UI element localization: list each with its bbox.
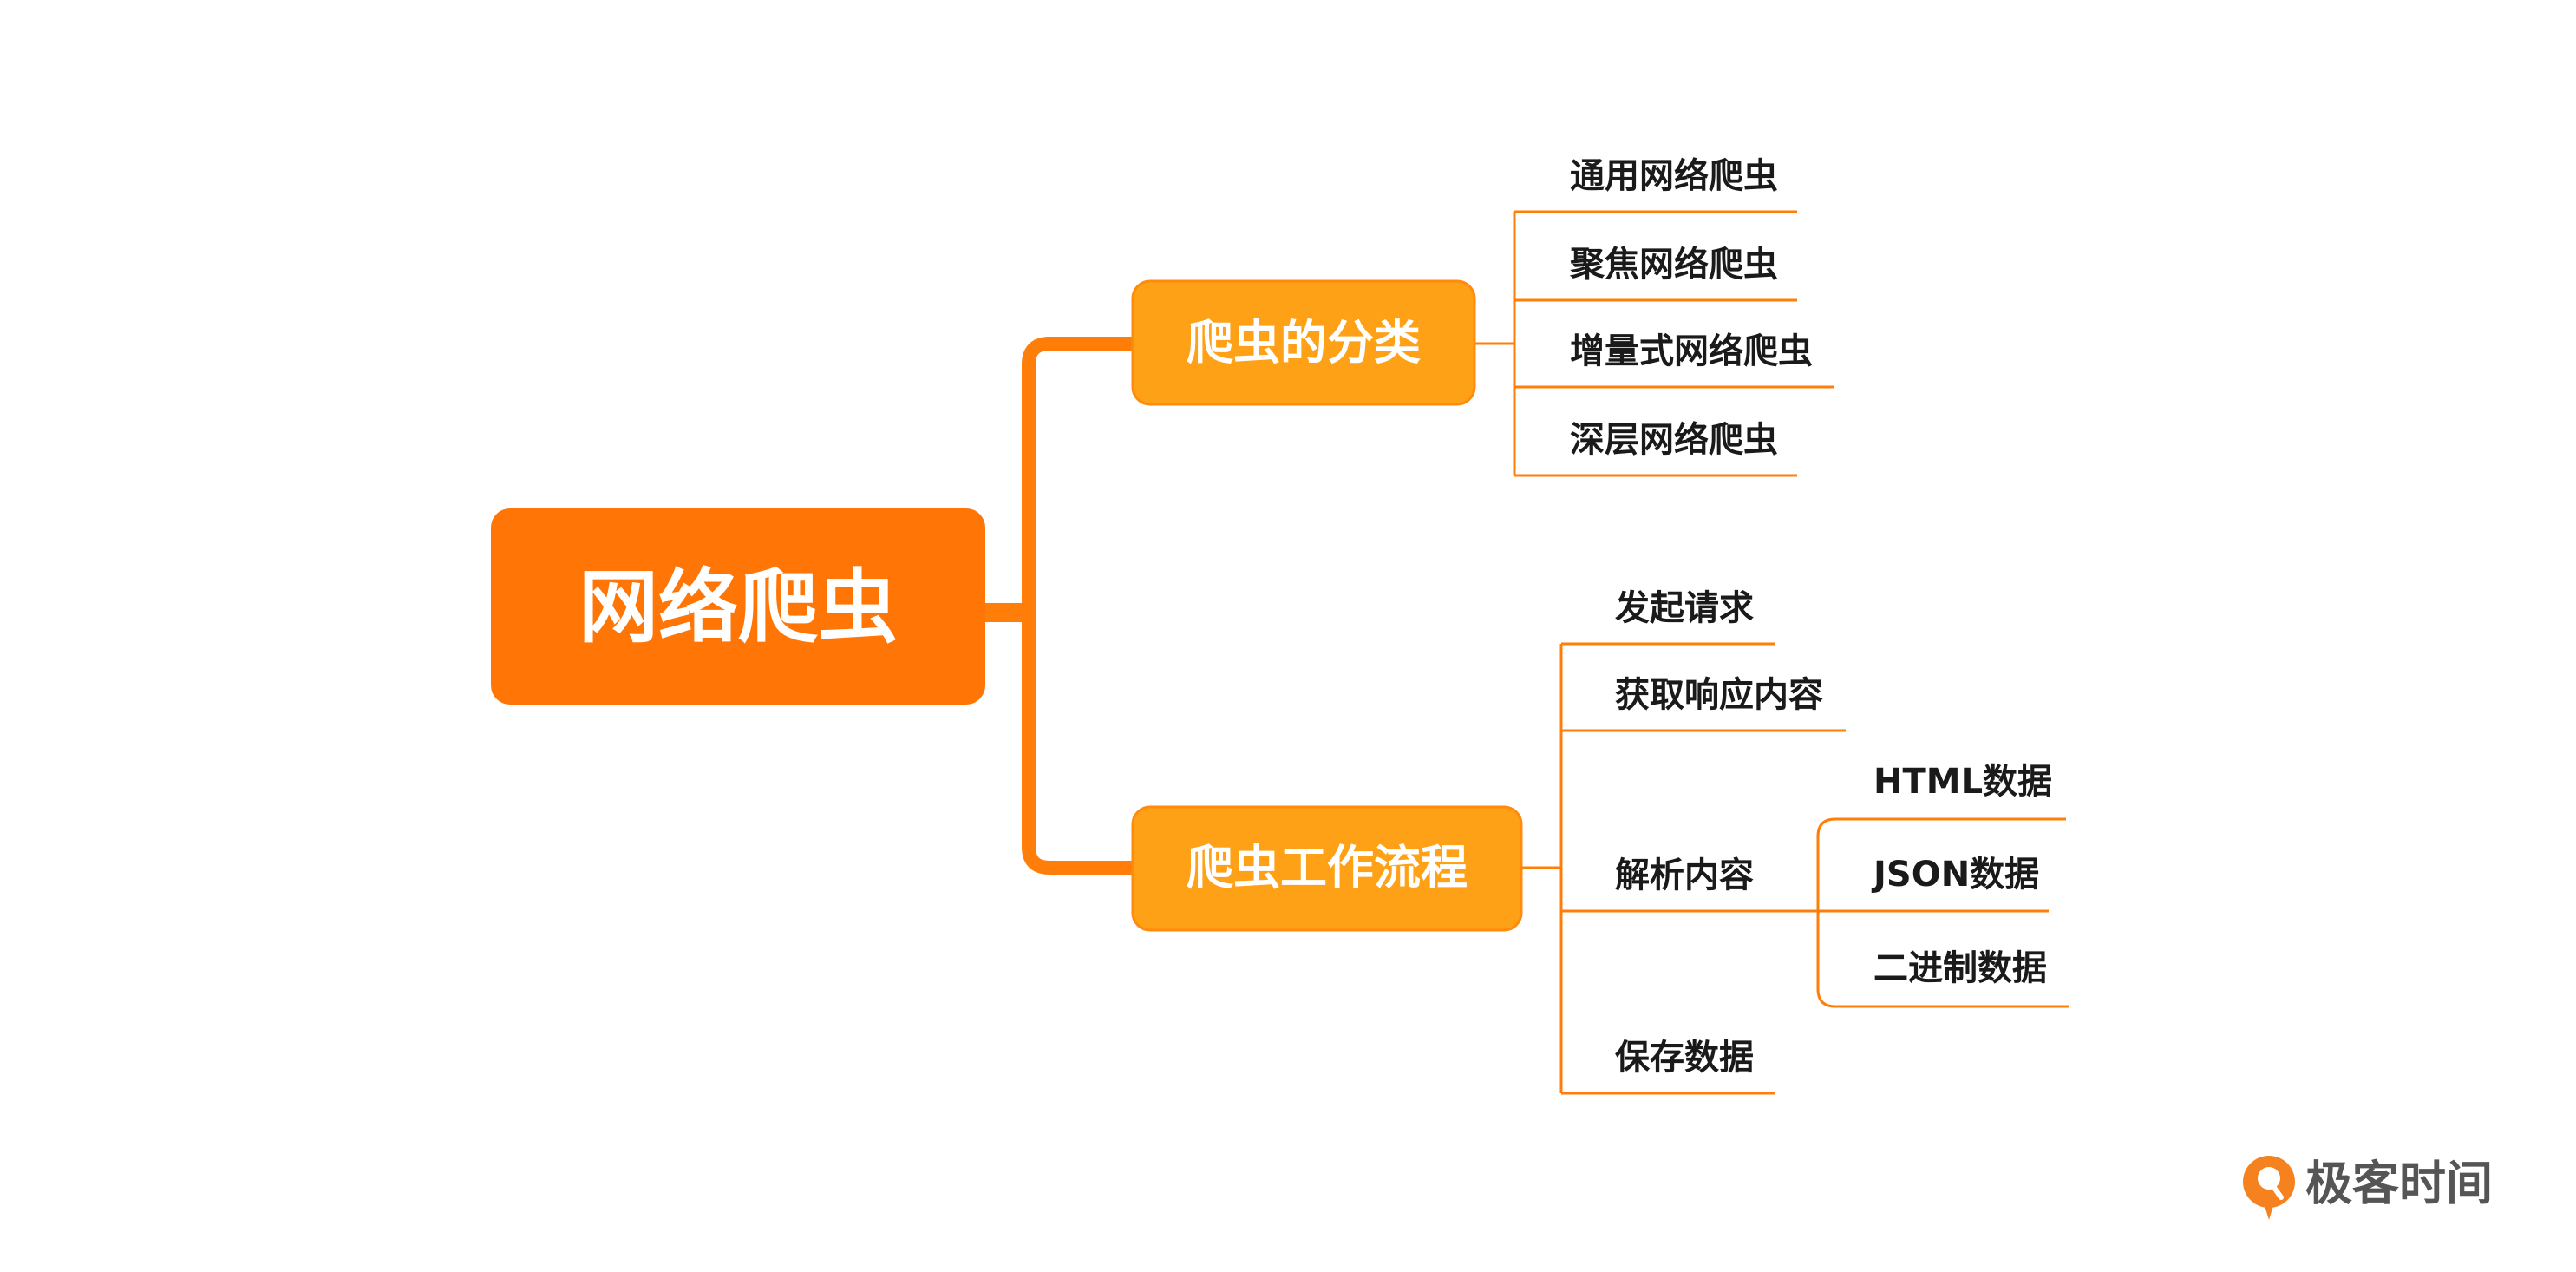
leaf-focused-crawler[interactable]: 聚焦网络爬虫: [1569, 245, 1778, 285]
leaf-json-data[interactable]: JSON数据: [1871, 855, 2039, 895]
branch-2-connectors: [1521, 642, 2069, 1095]
trunk-to-branch-2: [1022, 613, 1133, 875]
parse-sub-leaves: HTML数据 JSON数据 二进制数据: [1871, 762, 2052, 988]
branch-node-label: 爬虫的分类: [1187, 316, 1421, 370]
root-connectors: [985, 337, 1133, 875]
leaf-parse-content[interactable]: 解析内容: [1615, 856, 1754, 895]
geektime-logo: 极客时间: [2243, 1156, 2493, 1220]
geektime-logo-text: 极客时间: [2305, 1157, 2493, 1211]
branch-node-box: [1131, 279, 1476, 406]
leaf-general-crawler[interactable]: 通用网络爬虫: [1570, 156, 1778, 196]
branch-node-workflow[interactable]: 爬虫工作流程: [1131, 805, 1523, 932]
leaf-get-response[interactable]: 获取响应内容: [1615, 675, 1823, 715]
root-node-label: 网络爬虫: [579, 561, 898, 654]
leaf-html-data[interactable]: HTML数据: [1873, 762, 2052, 802]
branch-node-box: [1131, 805, 1523, 932]
leaf-send-request[interactable]: 发起请求: [1615, 588, 1754, 628]
leaf-incremental-crawler[interactable]: 增量式网络爬虫: [1570, 331, 1813, 371]
branch-1-leaves: 通用网络爬虫 聚焦网络爬虫 增量式网络爬虫 深层网络爬虫: [1569, 156, 1813, 460]
root-node-box: [491, 508, 985, 705]
leaf-deep-crawler[interactable]: 深层网络爬虫: [1570, 420, 1778, 460]
leaf-save-data[interactable]: 保存数据: [1615, 1038, 1754, 1078]
leaf-binary-data[interactable]: 二进制数据: [1873, 948, 2047, 988]
branch-1-connectors: [1474, 210, 1834, 477]
trunk-to-branch-1: [1022, 337, 1133, 613]
root-node[interactable]: 网络爬虫: [491, 508, 985, 705]
geektime-logo-icon: [2243, 1156, 2295, 1220]
branch-node-label: 爬虫工作流程: [1187, 841, 1468, 895]
branch-2-leaves: 发起请求 获取响应内容 解析内容 保存数据: [1615, 588, 1823, 1078]
branch-node-classification[interactable]: 爬虫的分类: [1131, 279, 1476, 406]
